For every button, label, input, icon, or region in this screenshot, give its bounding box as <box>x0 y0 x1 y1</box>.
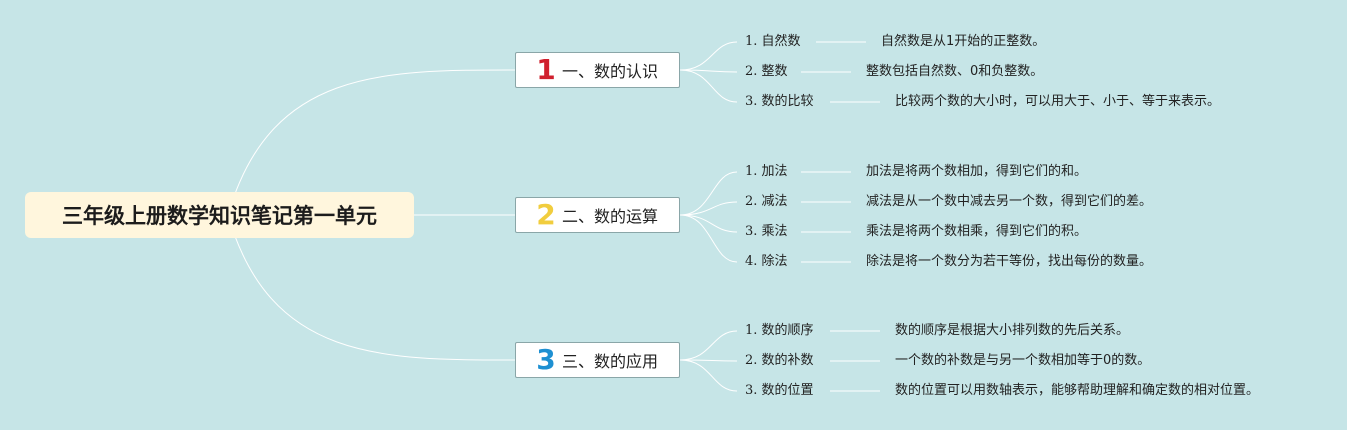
branch-2-link-4 <box>679 214 738 263</box>
branch-number: 1 <box>536 53 556 86</box>
subtopic-label: 整数 <box>761 64 788 79</box>
subtopic-index: 3. <box>745 224 758 239</box>
root-topic[interactable]: 三年级上册数学知识笔记第一单元 <box>25 192 414 238</box>
root-title: 三年级上册数学知识笔记第一单元 <box>62 204 377 228</box>
branch-1-link-2 <box>679 69 738 73</box>
subtopic-1-3-description: 比较两个数的大小时，可以用大于、小于、等于来表示。 <box>895 94 1221 109</box>
subtopic-label: 乘法 <box>761 224 788 239</box>
branch-number: 3 <box>536 343 556 376</box>
subtopic-2-3-description: 乘法是将两个数相乘，得到它们的积。 <box>866 224 1088 239</box>
subtopic-2-3[interactable]: 3. 乘法 <box>745 223 788 241</box>
subtopic-label: 加法 <box>761 164 788 179</box>
subtopic-2-1-description: 加法是将两个数相加，得到它们的和。 <box>866 164 1088 179</box>
branch-3-link-3 <box>679 359 738 392</box>
branch-label: 一、数的认识 <box>562 62 659 81</box>
branch-1-link-1 <box>679 41 738 71</box>
subtopic-index: 4. <box>745 254 758 269</box>
subtopic-1-1[interactable]: 1. 自然数 <box>745 33 801 51</box>
subtopic-2-2[interactable]: 2. 减法 <box>745 193 788 211</box>
subtopic-label: 自然数 <box>761 34 801 49</box>
subtopic-3-1[interactable]: 1. 数的顺序 <box>745 322 814 340</box>
subtopic-label: 除法 <box>761 254 788 269</box>
branch-label: 三、数的应用 <box>562 352 659 371</box>
subtopic-index: 2. <box>745 194 758 209</box>
subtopic-1-1-description: 自然数是从1开始的正整数。 <box>881 34 1046 49</box>
subtopic-2-4[interactable]: 4. 除法 <box>745 253 788 271</box>
root-link-1 <box>227 69 516 216</box>
subtopic-index: 2. <box>745 353 758 368</box>
branch-3-link-2 <box>679 359 738 362</box>
subtopic-3-3[interactable]: 3. 数的位置 <box>745 382 814 400</box>
subtopic-3-2[interactable]: 2. 数的补数 <box>745 352 814 370</box>
subtopic-index: 3. <box>745 383 758 398</box>
subtopic-1-2-description: 整数包括自然数、0和负整数。 <box>866 64 1044 79</box>
branch-1-link-3 <box>679 69 738 103</box>
subtopic-label: 数的顺序 <box>761 323 814 338</box>
subtopic-index: 1. <box>745 323 758 338</box>
subtopic-3-2-description: 一个数的补数是与另一个数相加等于0的数。 <box>895 353 1151 368</box>
subtopic-1-2[interactable]: 2. 整数 <box>745 63 788 81</box>
subtopic-label: 减法 <box>761 194 788 209</box>
subtopic-2-1[interactable]: 1. 加法 <box>745 163 788 181</box>
branch-2-link-3 <box>679 214 738 233</box>
subtopic-index: 1. <box>745 164 758 179</box>
branch-topic-2[interactable]: 2 二、数的运算 <box>515 197 680 233</box>
subtopic-2-4-description: 除法是将一个数分为若干等份，找出每份的数量。 <box>866 254 1153 269</box>
subtopic-3-1-description: 数的顺序是根据大小排列数的先后关系。 <box>895 323 1130 338</box>
root-link-3 <box>227 214 516 361</box>
subtopic-index: 3. <box>745 94 758 109</box>
subtopic-2-2-description: 减法是从一个数中减去另一个数，得到它们的差。 <box>866 194 1153 209</box>
branch-2-link-2 <box>679 201 738 216</box>
subtopic-1-3[interactable]: 3. 数的比较 <box>745 93 814 111</box>
branch-3-link-1 <box>679 330 738 361</box>
subtopic-label: 数的补数 <box>761 353 814 368</box>
branch-topic-3[interactable]: 3 三、数的应用 <box>515 342 680 378</box>
branch-topic-1[interactable]: 1 一、数的认识 <box>515 52 680 88</box>
branch-label: 二、数的运算 <box>562 207 659 226</box>
subtopic-index: 1. <box>745 34 758 49</box>
branch-number: 2 <box>536 198 556 231</box>
branch-2-link-1 <box>679 171 738 216</box>
subtopic-label: 数的比较 <box>761 94 814 109</box>
subtopic-index: 2. <box>745 64 758 79</box>
subtopic-label: 数的位置 <box>761 383 814 398</box>
subtopic-3-3-description: 数的位置可以用数轴表示，能够帮助理解和确定数的相对位置。 <box>895 383 1260 398</box>
